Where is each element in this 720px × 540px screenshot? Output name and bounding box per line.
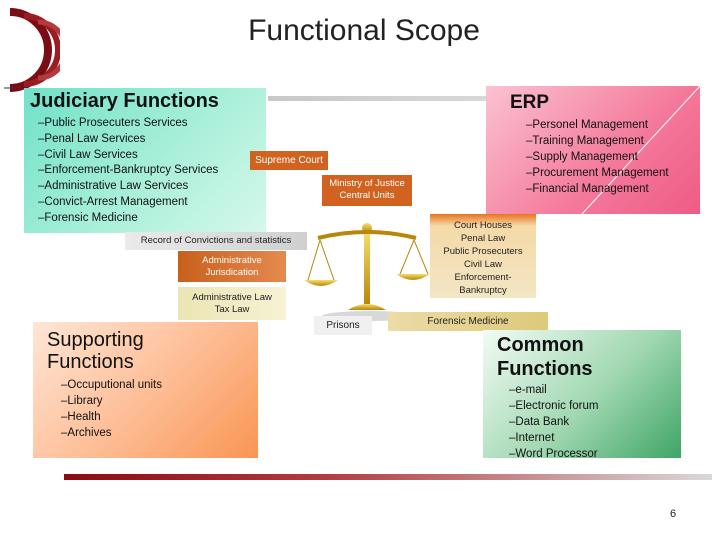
forensic-medicine-label: Forensic Medicine xyxy=(388,312,548,331)
court-line: Penal Law xyxy=(460,233,506,244)
ministry-of-justice-label: Ministry of Justice Central Units xyxy=(322,175,412,206)
court-line: Public Prosecuters xyxy=(443,246,523,257)
common-functions-box: Common Functions –e-mail –Electronic for… xyxy=(483,330,681,460)
common-list: –e-mail –Electronic forum –Data Bank –In… xyxy=(509,382,598,462)
list-item: –Supply Management xyxy=(526,151,638,163)
ministry-line: Central Units xyxy=(339,190,395,201)
administrative-jurisdiction-label: Administrative Jurisdication xyxy=(178,251,286,282)
list-item: –Penal Law Services xyxy=(38,132,146,145)
heading-line: Functions xyxy=(47,351,134,373)
ministry-line: Ministry of Justice xyxy=(329,178,405,189)
supporting-functions-box: Supporting Functions –Occuputional units… xyxy=(33,322,258,458)
heading-line: Common xyxy=(497,334,584,356)
list-item: –Data Bank xyxy=(509,416,570,428)
record-of-convictions-label: Record of Convictions and statistics xyxy=(125,232,307,250)
list-item: –Occuputional units xyxy=(61,379,163,391)
list-item: –Personel Management xyxy=(526,119,649,131)
list-item: –Financial Management xyxy=(526,183,649,195)
court-line: Court Houses xyxy=(453,220,513,231)
heading-line: Supporting xyxy=(47,329,144,351)
supreme-court-label: Supreme Court xyxy=(250,151,328,170)
erp-diagonal-line xyxy=(581,86,700,214)
list-item: –Internet xyxy=(509,432,555,444)
list-item: –Training Management xyxy=(526,135,644,147)
page-number: 6 xyxy=(670,508,677,520)
list-item: –Convict-Arrest Management xyxy=(38,195,188,208)
court-houses-label: Court Houses Penal Law Public Prosecuter… xyxy=(430,214,536,298)
list-item: –Civil Law Services xyxy=(38,148,138,161)
arc-decoration-icon xyxy=(4,8,60,92)
supporting-heading: Supporting Functions xyxy=(47,329,144,373)
prisons-label: Prisons xyxy=(314,316,372,335)
list-item: –e-mail xyxy=(509,384,547,396)
list-item: –Word Processor xyxy=(509,448,598,460)
page-title: Functional Scope xyxy=(248,14,480,47)
list-item: –Health xyxy=(61,411,101,423)
admin-law-line: Administrative Law xyxy=(192,292,272,303)
list-item: –Electronic forum xyxy=(509,400,599,412)
top-divider xyxy=(268,96,700,101)
list-item: –Forensic Medicine xyxy=(38,211,138,224)
court-line: Enforcement- xyxy=(454,272,512,283)
judiciary-list: –Public Prosecuters Services –Penal Law … xyxy=(38,116,218,227)
admin-law-line: Tax Law xyxy=(214,304,250,315)
erp-box: ERP –Personel Management –Training Manag… xyxy=(486,86,700,214)
bottom-divider xyxy=(64,474,712,480)
supporting-list: –Occuputional units –Library –Health –Ar… xyxy=(61,377,162,441)
court-line: Bankruptcy xyxy=(459,285,507,296)
heading-line: Functions xyxy=(497,358,593,380)
administrative-law-label: Administrative Law Tax Law xyxy=(178,287,286,320)
admin-jur-line: Jurisdication xyxy=(205,267,259,278)
scales-of-justice-icon xyxy=(304,223,430,321)
list-item: –Administrative Law Services xyxy=(38,180,189,193)
list-item: –Enforcement-Bankruptcy Services xyxy=(38,164,219,177)
court-line: Civil Law xyxy=(463,259,502,270)
list-item: –Public Prosecuters Services xyxy=(38,117,188,129)
common-heading: Common Functions xyxy=(497,333,593,381)
erp-list: –Personel Management –Training Managemen… xyxy=(526,117,669,197)
judiciary-heading: Judiciary Functions xyxy=(30,90,219,112)
list-item: –Library xyxy=(61,395,103,407)
judiciary-functions-box: Judiciary Functions –Public Prosecuters … xyxy=(24,88,266,233)
admin-jur-line: Administrative xyxy=(202,255,262,266)
list-item: –Procurement Management xyxy=(526,167,669,179)
list-item: –Archives xyxy=(61,427,112,439)
erp-heading: ERP xyxy=(510,92,550,113)
